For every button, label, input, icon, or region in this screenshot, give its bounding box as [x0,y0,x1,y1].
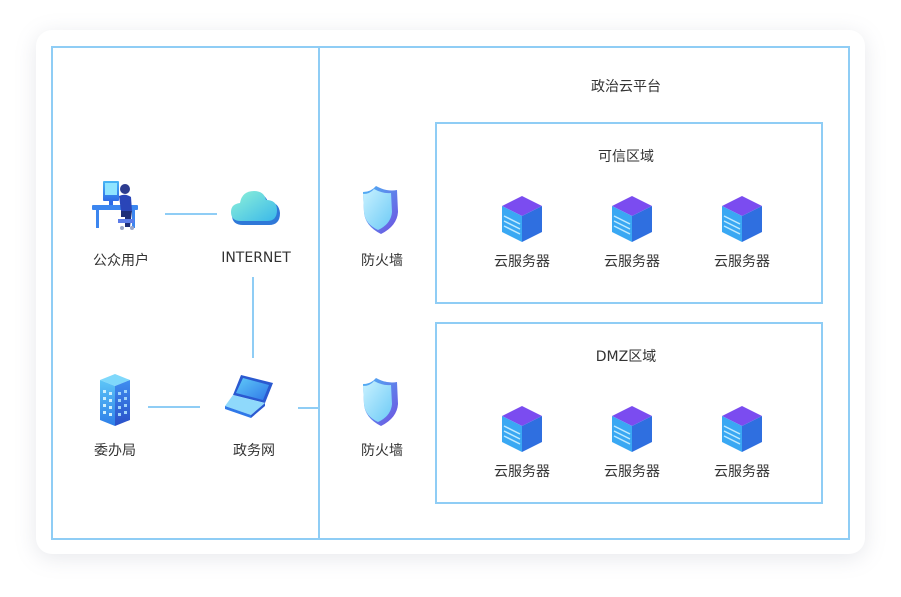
server-label: 云服务器 [494,464,550,480]
server-icon [612,406,652,452]
shield-icon [363,378,398,426]
platform-title: 政治云平台 [591,79,661,95]
gov-network-label: 政务网 [233,443,275,459]
cloud-icon [231,191,280,225]
server-label: 云服务器 [714,254,770,270]
server-icon [502,406,542,452]
dmz-zone-title: DMZ区域 [595,349,657,365]
server-icon [722,196,762,242]
connector-internet-govnet [252,277,254,358]
connector-user-internet [165,213,217,215]
public-user-label: 公众用户 [93,253,149,269]
firewall-bottom-label: 防火墙 [361,443,403,459]
server-icon [612,196,652,242]
server-icon [502,196,542,242]
server-label: 云服务器 [604,464,660,480]
dmz-zone-box [435,322,823,504]
laptop-icon [225,375,273,418]
connector-govnet-platform [298,407,319,409]
public-user-icon [92,181,138,230]
server-label: 云服务器 [714,464,770,480]
committee-label: 委办局 [94,443,136,459]
trusted-zone-box [435,122,823,304]
outer-frame [51,46,850,540]
server-icon [722,406,762,452]
trusted-zone-title: 可信区域 [598,149,654,165]
section-divider [318,46,320,540]
internet-label: INTERNET [221,250,291,266]
server-label: 云服务器 [604,254,660,270]
connector-committee-govnet [148,406,200,408]
firewall-top-label: 防火墙 [361,253,403,269]
server-label: 云服务器 [494,254,550,270]
building-icon [100,374,130,426]
diagram-card [36,30,865,554]
shield-icon [363,186,398,234]
